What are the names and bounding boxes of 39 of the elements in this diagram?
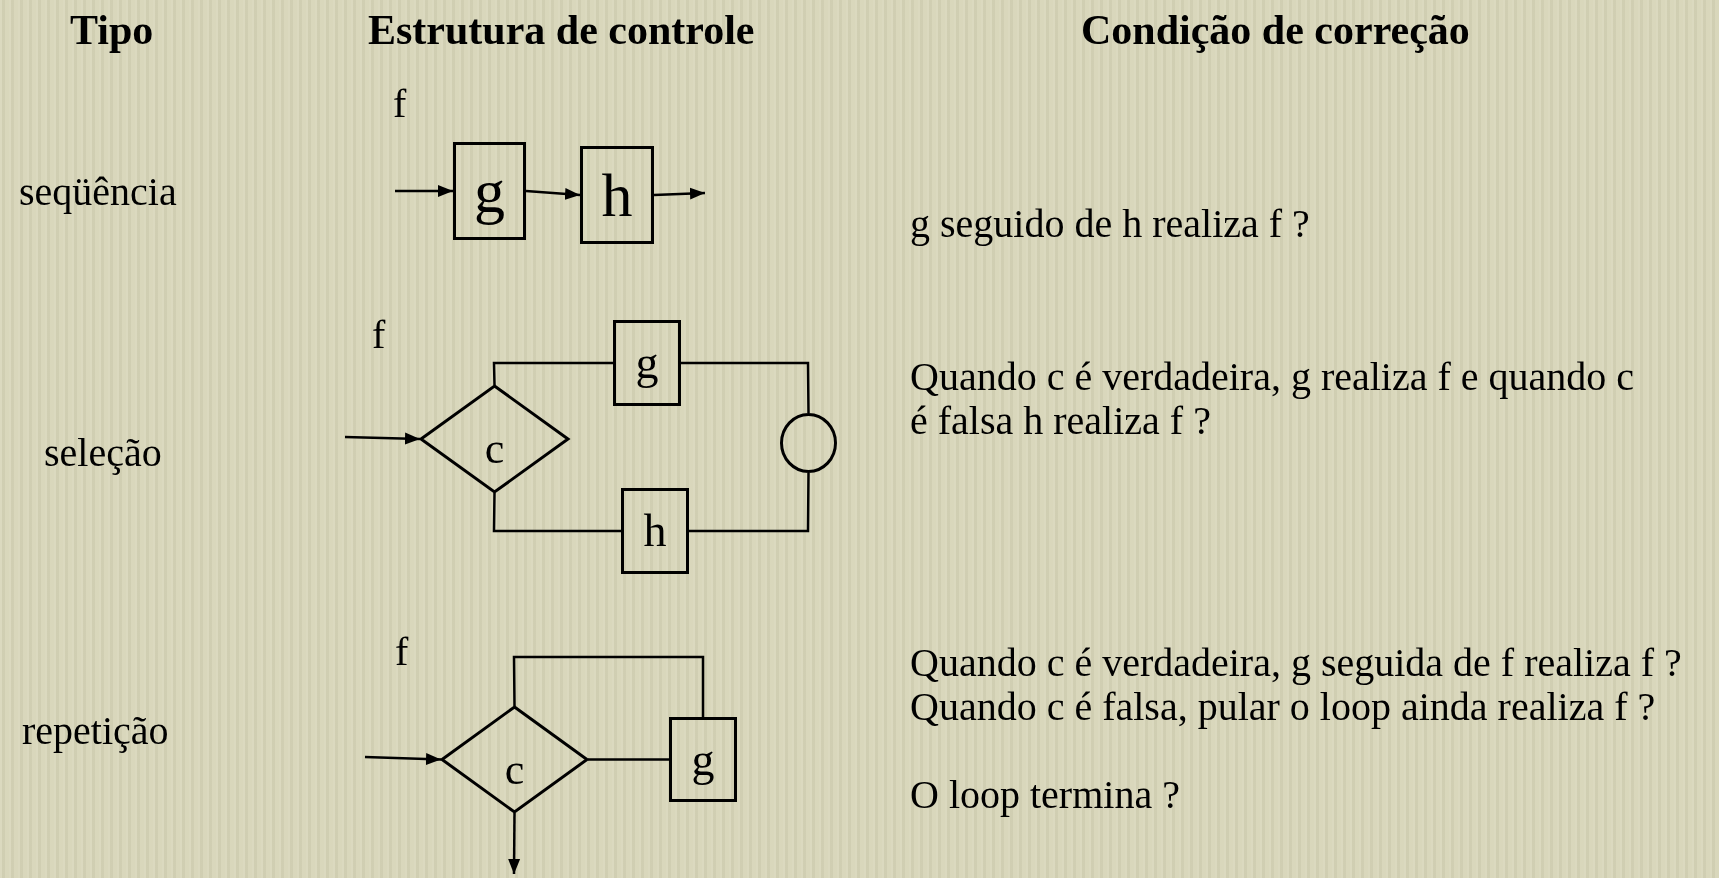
process-box	[669, 717, 737, 802]
row-label: seleção	[44, 431, 162, 475]
arrow	[364, 753, 442, 765]
condition-label: c	[504, 747, 525, 792]
column-header: Tipo	[70, 8, 154, 52]
arrow	[395, 185, 453, 197]
function-name: f	[372, 313, 386, 357]
process-box	[621, 488, 689, 574]
connector-circle	[780, 413, 837, 473]
column-header: Estrutura de controle	[368, 8, 755, 52]
condition-text: g seguido de h realiza f ?	[910, 202, 1310, 246]
row-label: repetição	[22, 709, 169, 753]
connector-line	[492, 361, 613, 386]
arrow	[344, 432, 421, 445]
condition-text: Quando c é verdadeira, g realiza f e quando c é falsa h realiza f ?	[910, 355, 1636, 443]
condition-text: O loop termina ?	[910, 773, 1180, 817]
function-name: f	[393, 82, 407, 126]
function-label: h	[643, 508, 667, 554]
decision-diamond	[420, 385, 569, 493]
process-box	[613, 320, 681, 406]
arrow	[525, 187, 581, 200]
connector-line	[681, 361, 810, 413]
connector-line	[588, 758, 669, 761]
connector-line	[492, 493, 621, 533]
column-header: Condição de correção	[1081, 8, 1470, 52]
row-label: seqüência	[19, 170, 177, 214]
process-box	[580, 146, 654, 244]
function-label: g	[635, 340, 659, 386]
function-label: h	[601, 164, 633, 226]
function-name: f	[395, 630, 409, 674]
function-label: g	[691, 736, 715, 783]
decision-diamond	[441, 706, 588, 813]
condition-text: Quando c é verdadeira, g seguida de f realiza f ? Quando c é falsa, pular o loop ainda realiza f ?	[910, 641, 1683, 729]
process-box	[453, 142, 526, 240]
condition-label: c	[484, 427, 505, 471]
arrow	[653, 187, 706, 200]
connector-line	[512, 655, 705, 717]
arrow	[508, 813, 521, 874]
connector-line	[689, 473, 810, 533]
